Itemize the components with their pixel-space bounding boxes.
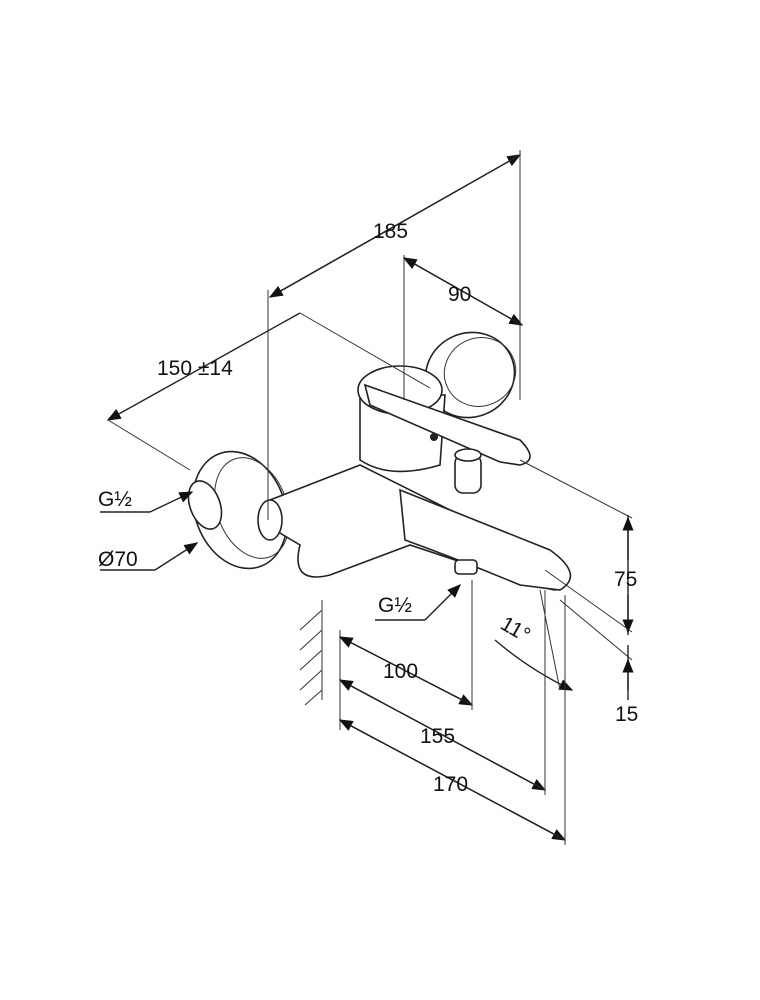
dim-185: 185 — [373, 220, 408, 243]
dim-150: 150 ±14 — [157, 357, 233, 380]
dim-100: 100 — [383, 660, 418, 683]
dim-170: 170 — [433, 773, 468, 796]
dim-rosette-diameter: Ø70 — [98, 548, 138, 571]
dim-angle: 11° — [497, 612, 535, 647]
dim-inlet-thread: G½ — [98, 488, 132, 511]
wall-hatch — [299, 600, 323, 706]
dim-155: 155 — [420, 725, 455, 748]
dimension-lines — [100, 150, 634, 845]
dim-75: 75 — [614, 568, 637, 591]
faucet-body — [187, 331, 572, 591]
dim-15: 15 — [615, 703, 638, 726]
dim-90: 90 — [448, 283, 471, 306]
dim-outlet-thread: G½ — [378, 594, 412, 617]
